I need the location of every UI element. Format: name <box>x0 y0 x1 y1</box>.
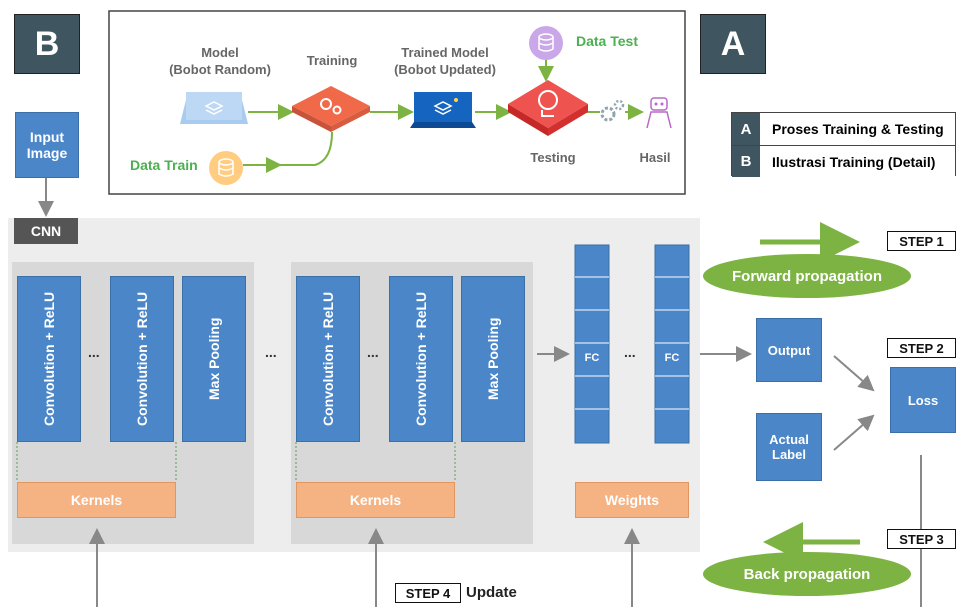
max-pooling-block: Max Pooling <box>182 276 246 442</box>
training-label: Training <box>306 53 358 68</box>
model-label-line1: Model <box>201 45 239 60</box>
trained-model-icon <box>410 92 476 128</box>
data-train-database-icon <box>209 151 243 185</box>
ellipsis: ... <box>624 344 636 360</box>
badge-b: B <box>14 14 80 74</box>
data-test-label: Data Test <box>576 33 638 49</box>
conv-relu-block: Convolution + ReLU <box>389 276 453 442</box>
step-3-tag: STEP 3 <box>887 529 956 549</box>
data-train-label: Data Train <box>130 157 198 173</box>
badge-a: A <box>700 14 766 74</box>
step-2-tag: STEP 2 <box>887 338 956 358</box>
trained-label-line2: (Bobot Updated) <box>394 62 496 77</box>
kernels-box: Kernels <box>296 482 455 518</box>
trained-model-label: Trained Model (Bobot Updated) <box>375 44 515 78</box>
model-icon <box>180 92 248 124</box>
fc-label: FC <box>664 352 680 364</box>
fc-layer-1 <box>574 244 610 444</box>
back-propagation-label: Back propagation <box>703 552 911 596</box>
loss-box: Loss <box>890 367 956 433</box>
legend-table: A Proses Training & Testing B Ilustrasi … <box>731 112 956 177</box>
cnn-label: CNN <box>14 218 78 244</box>
update-label: Update <box>466 584 517 601</box>
weights-box: Weights <box>575 482 689 518</box>
actual-label-box: Actual Label <box>756 413 822 481</box>
trained-label-line1: Trained Model <box>401 45 489 60</box>
testing-label: Testing <box>530 150 576 165</box>
testing-brain-icon <box>508 80 588 136</box>
model-label-line2: (Bobot Random) <box>169 62 271 77</box>
kernels-box: Kernels <box>17 482 176 518</box>
legend-text-a: Proses Training & Testing <box>760 113 955 145</box>
forward-propagation-label: Forward propagation <box>703 254 911 298</box>
legend-row-a: A Proses Training & Testing <box>732 113 955 146</box>
ellipsis: ... <box>265 344 277 360</box>
output-box: Output <box>756 318 822 382</box>
step-1-tag: STEP 1 <box>887 231 956 251</box>
fc-label: FC <box>584 352 600 364</box>
legend-text-b: Ilustrasi Training (Detail) <box>760 146 955 177</box>
ellipsis: ... <box>367 344 379 360</box>
input-image-box: Input Image <box>15 112 79 178</box>
max-pooling-block: Max Pooling <box>461 276 525 442</box>
data-test-database-icon <box>529 26 563 60</box>
training-gears-icon <box>292 86 370 132</box>
step-4-tag: STEP 4 <box>395 583 461 603</box>
ellipsis: ... <box>88 344 100 360</box>
conv-relu-block: Convolution + ReLU <box>110 276 174 442</box>
robot-result-icon <box>646 97 672 129</box>
hasil-label: Hasil <box>639 150 671 165</box>
legend-row-b: B Ilustrasi Training (Detail) <box>732 146 955 177</box>
conv-relu-block: Convolution + ReLU <box>296 276 360 442</box>
legend-key-a: A <box>732 113 760 145</box>
fc-layer-2 <box>654 244 690 444</box>
legend-key-b: B <box>732 146 760 177</box>
model-label: Model (Bobot Random) <box>150 44 290 78</box>
conv-relu-block: Convolution + ReLU <box>17 276 81 442</box>
small-gears-icon <box>600 99 625 122</box>
